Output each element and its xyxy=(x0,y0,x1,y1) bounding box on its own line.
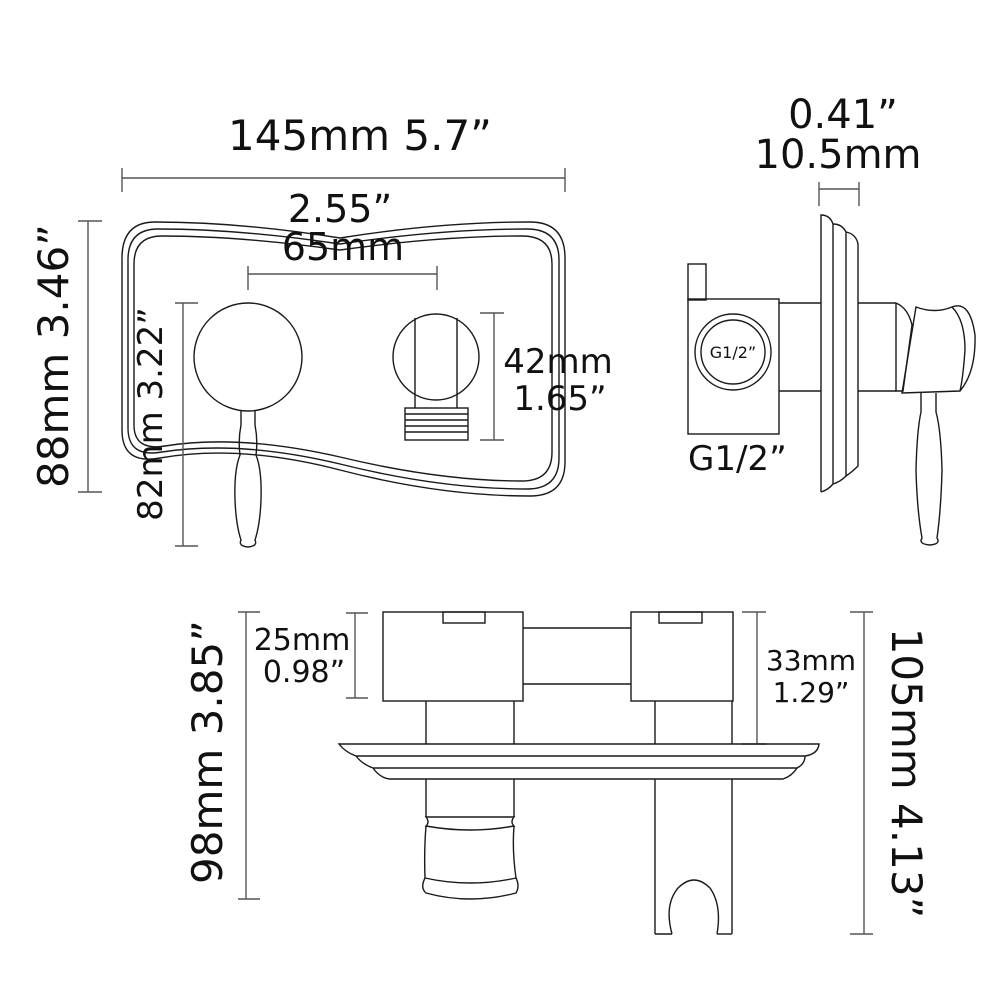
width-dimension xyxy=(121,168,566,192)
outlet-block-mm: 33mm xyxy=(766,644,856,677)
center-distance-dimension xyxy=(247,266,438,290)
front-view: 145mm 5.7” 2.55” 65mm 88mm 3.46” 82m xyxy=(29,111,613,548)
plate-thickness-dimension xyxy=(818,182,860,206)
cover-plate-outline xyxy=(121,221,566,497)
center-distance-inch: 2.55” xyxy=(288,187,392,231)
outlet-height-inch: 1.65” xyxy=(513,379,606,419)
width-label: 145mm 5.7” xyxy=(228,111,492,160)
side-handle xyxy=(901,305,976,546)
top-view: 98mm 3.85” 25mm 0.98” xyxy=(183,611,931,935)
center-distance-mm: 65mm xyxy=(282,225,404,269)
inlet-body xyxy=(687,263,780,435)
outlet-block-inch: 1.29” xyxy=(773,676,850,709)
total-depth-label: 105mm 4.13” xyxy=(882,628,931,919)
outlet-block xyxy=(630,611,734,744)
top-handle-stem xyxy=(422,779,519,900)
outlet-height-mm: 42mm xyxy=(503,342,613,382)
outlet-height-dimension xyxy=(480,312,504,441)
plate-thickness-mm: 10.5mm xyxy=(755,132,922,178)
valve-block-dimension xyxy=(346,612,368,699)
inlet-label: G1/2” xyxy=(688,439,787,479)
total-depth-dimension xyxy=(850,611,873,935)
inlet-circle-label: G1/2” xyxy=(710,343,756,362)
side-plate xyxy=(820,214,859,493)
body-depth-label: 98mm 3.85” xyxy=(183,620,232,884)
outlet-holder xyxy=(392,313,480,441)
valve-block xyxy=(382,611,631,744)
valve-block-mm: 25mm xyxy=(254,623,351,658)
lever-height-dimension xyxy=(175,302,198,547)
valve-block-inch: 0.98” xyxy=(263,655,345,690)
height-label: 88mm 3.46” xyxy=(29,224,78,488)
top-outlet-hook xyxy=(654,779,733,935)
lever-height-label: 82mm 3.22” xyxy=(131,307,171,521)
height-dimension xyxy=(78,220,102,493)
side-view: 0.41” 10.5mm G1/2” G1/2” xyxy=(687,92,976,546)
plate-thickness-inch: 0.41” xyxy=(788,92,898,138)
body-depth-dimension xyxy=(238,611,260,900)
top-wall-plate xyxy=(337,743,820,780)
handle xyxy=(193,302,303,548)
outlet-block-dimension xyxy=(742,611,766,745)
